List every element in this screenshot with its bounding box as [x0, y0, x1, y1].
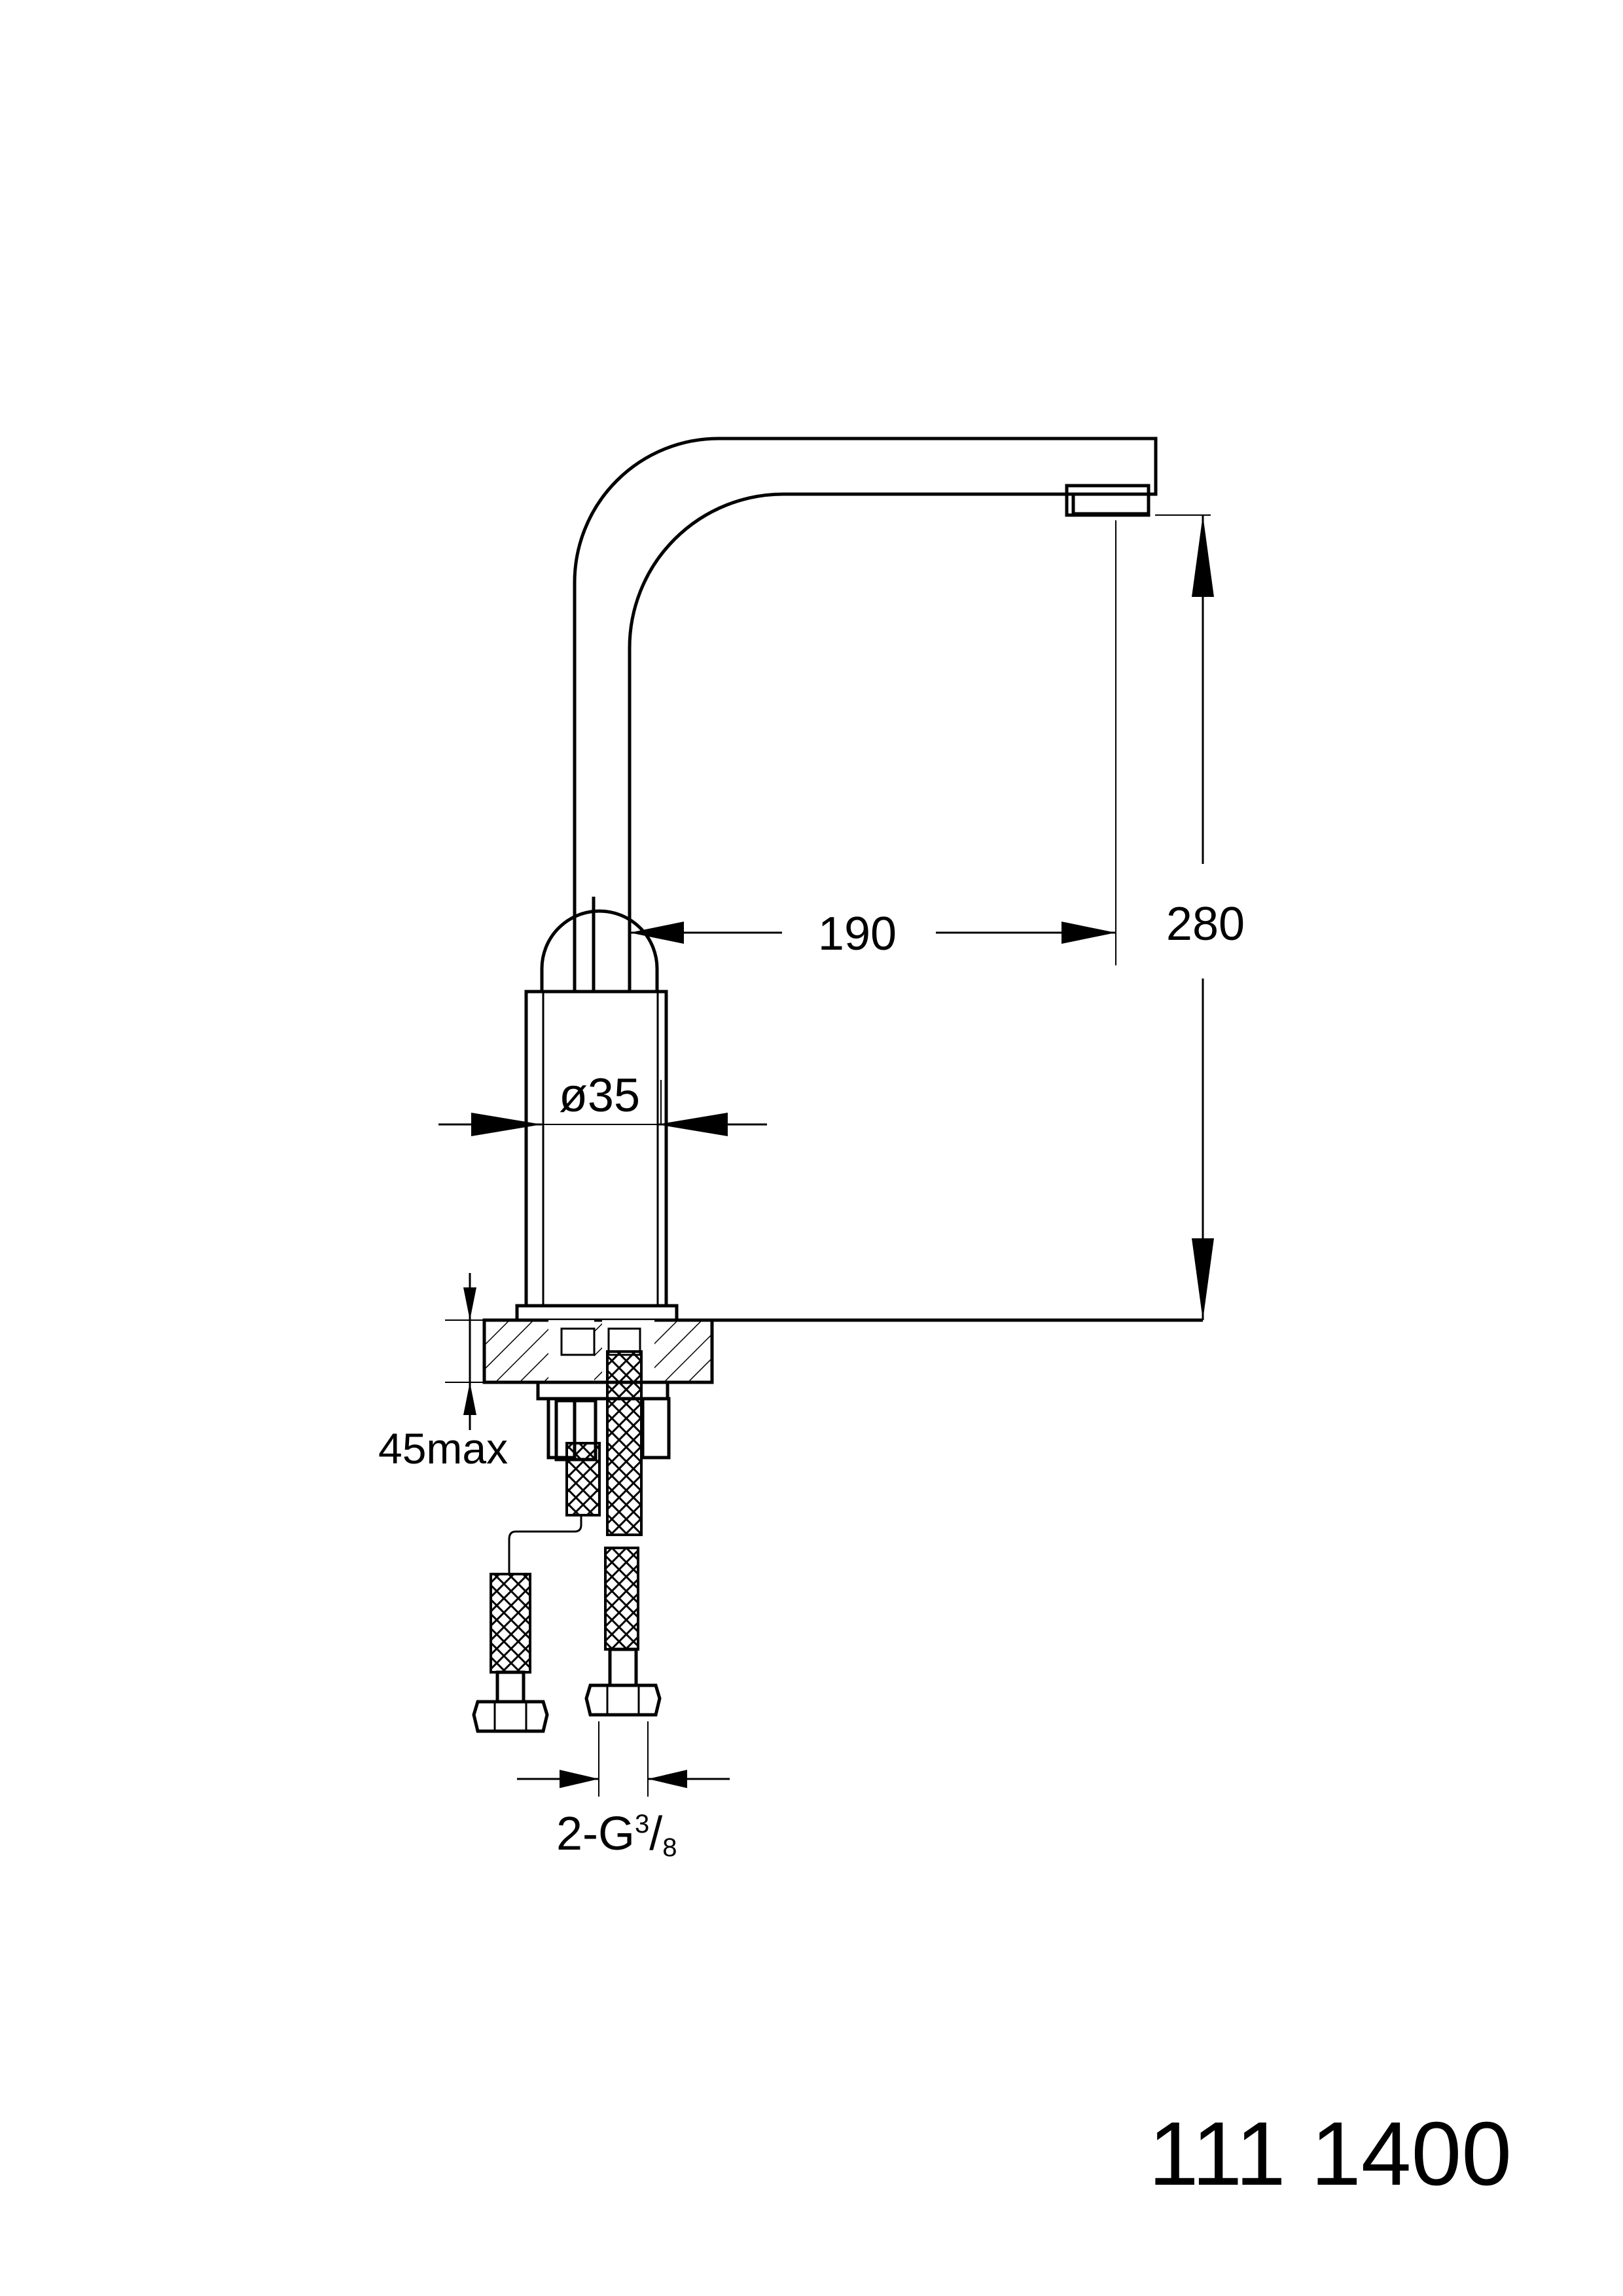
- product-code: 111 1400: [1149, 2104, 1512, 2204]
- deck-thickness-label: 45max: [378, 1424, 508, 1473]
- hose-nut-left: [472, 1670, 549, 1733]
- height-label: 280: [1166, 898, 1245, 950]
- connection-numerator: 3: [635, 1810, 649, 1839]
- diameter-label: ø35: [559, 1069, 640, 1122]
- deck-thickness-dimension: 45max: [378, 1273, 508, 1473]
- connection-dimension: 2-G3/8: [517, 1721, 730, 1862]
- deck-section: [445, 1318, 1203, 1384]
- connection-denominator: 8: [662, 1833, 677, 1862]
- diameter-dimension: ø35: [438, 1069, 767, 1136]
- hose-nut-right: [584, 1647, 662, 1717]
- height-dimension: 280: [1155, 514, 1245, 1320]
- spout-outline: [573, 437, 1158, 992]
- fixing-assembly: [490, 1327, 671, 1674]
- connection-slash: /: [649, 1808, 662, 1860]
- connection-label: 2-G3/8: [556, 1808, 677, 1862]
- reach-dimension: 190: [630, 520, 1116, 965]
- reach-label: 190: [818, 908, 897, 960]
- connection-prefix: 2-G: [556, 1808, 635, 1860]
